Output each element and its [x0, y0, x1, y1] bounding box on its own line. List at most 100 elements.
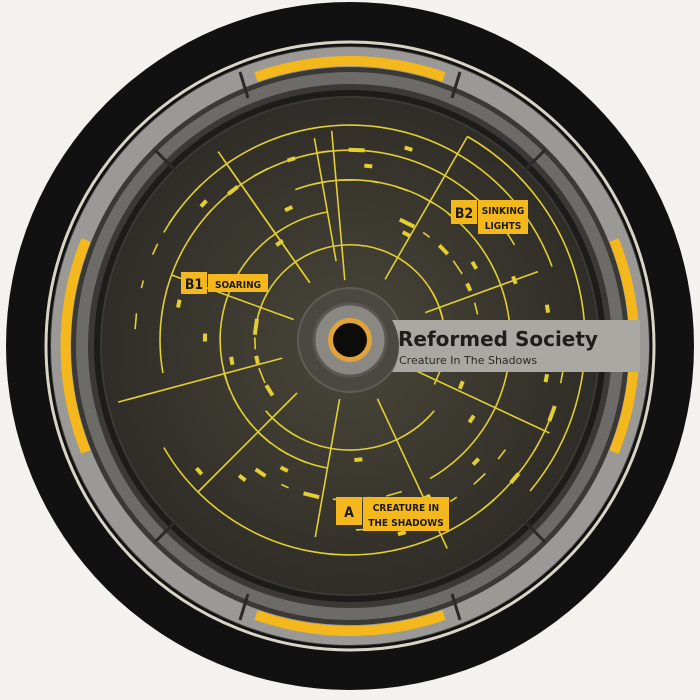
schematic-tick — [473, 302, 479, 315]
yellow-accent-arcs — [60, 56, 640, 636]
title-badge-b2 — [478, 200, 528, 234]
schematic-spoke — [313, 137, 337, 262]
schematic-tick — [317, 150, 330, 154]
schematic-block — [471, 457, 481, 466]
schematic-spoke — [330, 130, 346, 281]
track-label-a: A CREATURE IN THE SHADOWS — [336, 497, 449, 531]
schematic-arc — [219, 211, 328, 469]
schematic-tick — [168, 209, 180, 224]
schematic-tick — [140, 280, 145, 289]
schematic-tick — [258, 432, 272, 445]
side-badge-b1 — [181, 272, 207, 294]
schematic-tick — [264, 384, 275, 397]
schematic-tick — [245, 418, 253, 426]
schematic-block — [284, 205, 294, 213]
schematic-tick — [422, 231, 431, 238]
schematic-tick — [258, 367, 266, 384]
track-label-b2: B2 SINKING LIGHTS — [451, 200, 528, 234]
schematic-block — [467, 414, 476, 424]
schematic-spoke — [424, 270, 539, 314]
schematic-block — [543, 373, 550, 383]
schematic-arc — [295, 179, 512, 480]
schematic-block — [470, 260, 479, 270]
schematic-tick — [533, 443, 539, 452]
schematic-block — [275, 238, 284, 247]
accent-arc-bottom — [254, 610, 446, 636]
schematic-tick — [398, 217, 416, 229]
schematic-tick — [223, 374, 231, 391]
schematic-tick — [370, 180, 380, 184]
schematic-tick — [452, 260, 463, 275]
schematic-tick — [151, 243, 159, 255]
side-badge-a — [336, 497, 362, 525]
artist-name: Reformed Society — [398, 327, 598, 351]
spindle-hole — [333, 323, 367, 357]
schematic-tick — [134, 313, 138, 330]
schematic-tick — [437, 244, 450, 256]
schematic-tick — [420, 195, 435, 205]
track-title-b2-line1: SINKING — [482, 206, 525, 217]
schematic-spoke — [197, 392, 298, 493]
schematic-spoke — [223, 159, 311, 284]
schematic-tick — [205, 209, 213, 217]
name-band — [392, 320, 640, 372]
schematic-tick — [449, 496, 458, 503]
side-badge-b2 — [451, 200, 477, 224]
schematic-tick — [386, 490, 403, 497]
schematic-block — [199, 199, 208, 208]
schematic-block — [202, 333, 208, 342]
track-title-b1: SOARING — [215, 280, 261, 291]
schematic-tick — [465, 282, 473, 292]
side-code-b2: B2 — [455, 206, 473, 222]
label-outer-rim — [44, 40, 656, 652]
schematic-block — [511, 275, 518, 285]
schematic-tick — [432, 292, 438, 301]
schematic-tick — [433, 369, 442, 385]
ring-segment-dividers — [153, 71, 547, 621]
schematic-tick — [277, 447, 289, 456]
schematic-tick — [286, 156, 296, 163]
schematic-block — [279, 465, 289, 473]
schematic-spoke — [384, 136, 469, 280]
schematic-block — [364, 163, 373, 169]
schematic-block — [194, 466, 204, 476]
side-code-b1: B1 — [185, 277, 203, 293]
schematic-tick — [348, 147, 365, 153]
schematic-block — [229, 356, 235, 366]
schematic-tick — [481, 498, 495, 511]
schematic-tick — [194, 184, 202, 192]
schematic-tick — [438, 306, 444, 319]
schematic-tick — [254, 355, 260, 365]
schematic-tick — [547, 405, 557, 422]
schematic-block — [457, 380, 465, 390]
schematic-tick — [473, 472, 486, 485]
schematic-block — [354, 457, 363, 462]
schematic-block — [176, 299, 182, 308]
schematic-arc — [255, 244, 445, 324]
schematic-tick — [509, 472, 521, 485]
schematic-arc — [159, 149, 516, 374]
title-badge-b1 — [208, 274, 268, 292]
schematic-tick — [253, 167, 269, 177]
schematic-tick — [559, 371, 564, 384]
schematic-spoke — [117, 357, 283, 403]
schematic-block — [404, 145, 413, 152]
schematic-tick — [254, 467, 267, 478]
accent-arc-top — [254, 56, 446, 82]
schematic-tick — [232, 397, 240, 409]
schematic-arc — [265, 410, 435, 451]
schematic-tick — [254, 337, 257, 350]
release-title: Creature In The Shadows — [399, 354, 537, 367]
schematic-block — [401, 230, 411, 238]
schematic-tick — [252, 318, 259, 335]
schematic-arc — [467, 135, 586, 492]
accent-arc-left — [60, 238, 91, 454]
track-label-b1: B1 SOARING — [181, 272, 268, 294]
schematic-tick — [227, 185, 240, 196]
schematic-tick — [221, 159, 233, 168]
schematic-tick — [280, 483, 289, 489]
schematic-tick — [299, 459, 308, 464]
schematic-tick — [303, 491, 320, 500]
schematic-tick — [257, 306, 262, 315]
